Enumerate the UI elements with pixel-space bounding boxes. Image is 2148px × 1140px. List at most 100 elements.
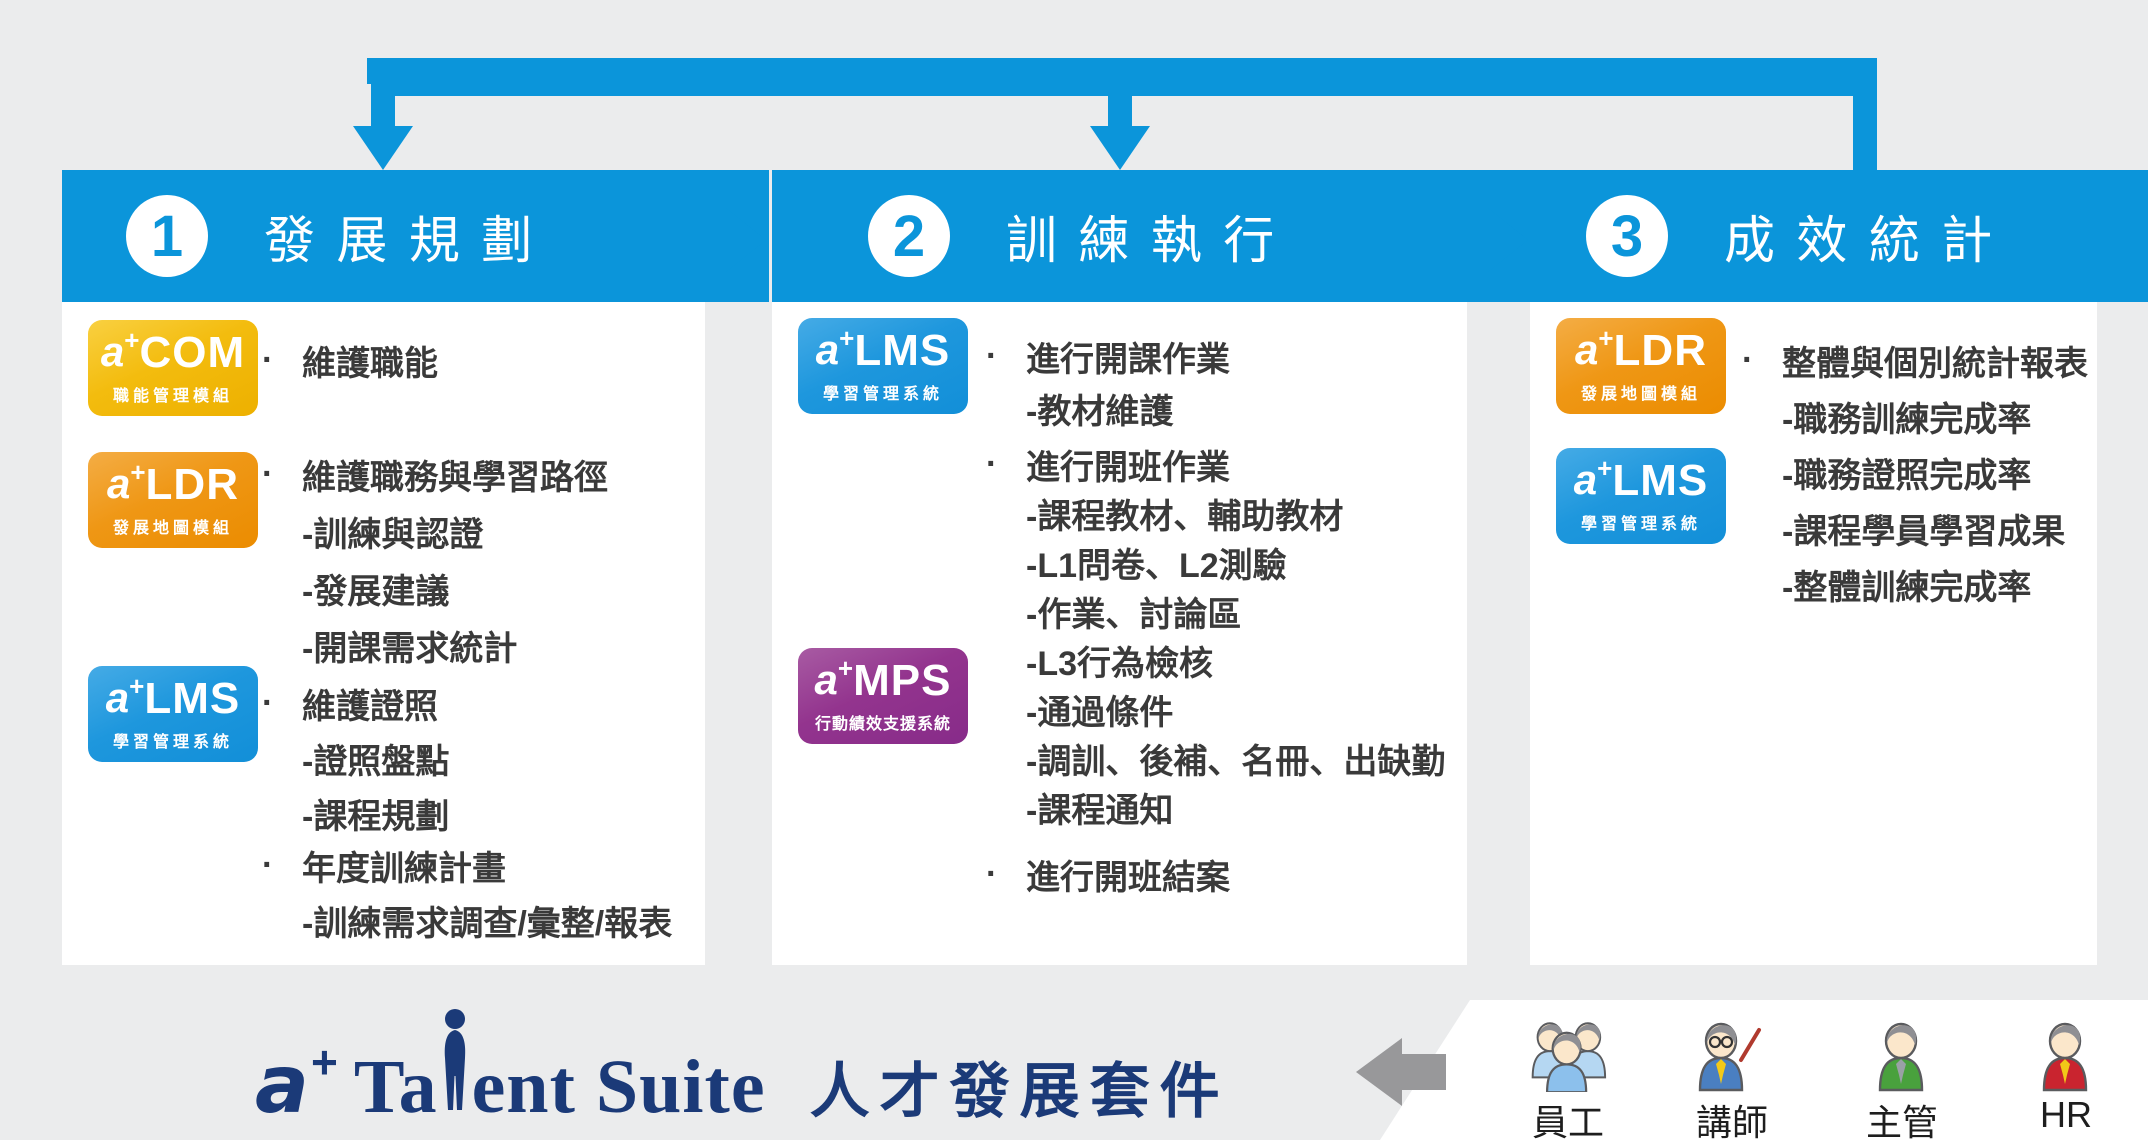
list-item: -課程規劃 <box>302 798 450 836</box>
badge-plus: + <box>124 324 140 355</box>
badge-a: a <box>815 325 840 373</box>
talent-suite-logo: a+ Ta ent Suite 人才發展套件 <box>255 1008 1230 1131</box>
badge-subtitle: 職能管理模組 <box>112 387 233 405</box>
phase-2-header: 2 訓練執行 <box>772 170 1563 302</box>
person-silhouette-icon <box>444 1009 465 1110</box>
list-item: -課程學員學習成果 <box>1782 512 2066 551</box>
list-item: · 年度訓練計畫 <box>262 838 672 893</box>
badge-subtitle: 學習管理系統 <box>1580 515 1701 533</box>
aplus-lms-badge: a+LMS 學習管理系統 <box>88 666 258 762</box>
badge-subtitle: 學習管理系統 <box>112 733 233 751</box>
badge-a: a <box>107 459 131 507</box>
badge-subtitle: 行動績效支援系統 <box>814 715 951 733</box>
role-hr: HR <box>2006 1020 2126 1136</box>
flow-arrow-right-icon <box>1468 208 1528 272</box>
phase-number: 2 <box>892 203 926 269</box>
aplus-ldr-badge: a+LDR 發展地圖模組 <box>1556 318 1726 414</box>
phase-1-title: 發展規劃 <box>264 212 554 269</box>
badge-name: MPS <box>853 655 952 705</box>
aplus-mps-badge: a+MPS 行動績效支援系統 <box>798 648 968 744</box>
role-manager: 主管 <box>1842 1020 1962 1140</box>
badge-plus: + <box>839 322 855 353</box>
arrow-head <box>1356 1038 1402 1106</box>
logo-text: ent Suite <box>471 1045 766 1129</box>
list-item: -通過條件 <box>1026 694 1174 732</box>
badge-title: a+COM <box>101 327 246 377</box>
list-item: -作業、討論區 <box>1026 596 1242 634</box>
badge-name: LMS <box>854 325 951 375</box>
phase-3-header: 3 成效統計 <box>1530 170 2148 302</box>
logo-text: Ta <box>353 1045 438 1129</box>
list-item: ·整體與個別統計報表 <box>1742 332 2088 388</box>
role-employee: 員工 <box>1508 1020 1628 1140</box>
feedback-drop-right <box>1853 84 1877 172</box>
badge-title: a+MPS <box>814 655 952 705</box>
logo-plus: + <box>310 1036 338 1088</box>
flow-arrow-right-icon <box>706 208 766 272</box>
feature-group: ·維護證照 -證照盤點 -課程規劃 <box>262 676 449 841</box>
phase-3-number-badge: 3 <box>1586 195 1668 277</box>
feature-head: 進行開課作業 <box>1026 340 1230 379</box>
list-item: -整體訓練完成率 <box>1782 568 2032 607</box>
list-item: · 進行開班作業 <box>986 440 1445 489</box>
badge-title: a+LMS <box>1574 455 1709 505</box>
arrow-head <box>726 208 766 272</box>
list-item: ·維護職能 <box>262 332 438 389</box>
role-instructor: 講師 <box>1672 1020 1792 1140</box>
bullet-dot: · <box>986 445 998 483</box>
phase-1-header: 1 發展規劃 <box>62 170 769 302</box>
phase-number: 3 <box>1610 203 1644 269</box>
badge-name: COM <box>139 327 246 377</box>
arrow-stem <box>1402 1054 1446 1090</box>
phase-3-title: 成效統計 <box>1724 212 2014 269</box>
badge-subtitle: 發展地圖模組 <box>112 519 233 537</box>
aplus-ldr-badge: a+LDR 發展地圖模組 <box>88 452 258 548</box>
feedback-loop-bar <box>367 58 1877 84</box>
feature-head: 整體與個別統計報表 <box>1782 344 2088 383</box>
list-item: -教材維護 <box>1026 392 1174 431</box>
list-item: ·維護職務與學習路徑 <box>262 446 608 503</box>
bullet-dot: · <box>262 846 274 884</box>
badge-title: a+LMS <box>815 325 951 375</box>
roles-band <box>1380 1000 2148 1140</box>
list-item: ·維護證照 <box>262 676 449 731</box>
feature-group: ·維護職務與學習路徑 -訓練與認證 -發展建議 -開課需求統計 <box>262 446 608 674</box>
feedback-drop-middle <box>1108 84 1132 130</box>
badge-title: a+LMS <box>105 673 241 723</box>
badge-name: LMS <box>1612 455 1709 505</box>
role-label: 員工 <box>1531 1102 1604 1140</box>
feature-head: 進行開班作業 <box>1026 449 1230 487</box>
logo-cjk-text: 人才發展套件 <box>809 1058 1230 1125</box>
list-item: -課程教材、輔助教材 <box>1026 498 1344 536</box>
down-arrow-icon <box>353 126 413 170</box>
back-arrow-left-icon <box>1356 1038 1446 1106</box>
list-item: -L1問卷、L2測驗 <box>1026 547 1287 585</box>
down-arrow-icon <box>1090 126 1150 170</box>
list-item: ·進行開課作業 <box>986 330 1230 382</box>
role-label: 講師 <box>1695 1102 1768 1140</box>
arrow-stem <box>1468 227 1488 253</box>
badge-plus: + <box>837 652 854 683</box>
badge-a: a <box>814 655 838 703</box>
aplus-lms-badge: a+LMS 學習管理系統 <box>798 318 968 414</box>
employees-icon <box>1531 1022 1607 1092</box>
badge-subtitle: 發展地圖模組 <box>1580 385 1701 403</box>
phase-2-number-badge: 2 <box>868 195 950 277</box>
list-item: -開課需求統計 <box>302 630 518 668</box>
logo-a: a <box>255 1038 309 1131</box>
aplus-com-badge: a+COM 職能管理模組 <box>88 320 258 416</box>
hr-icon <box>2042 1022 2088 1092</box>
badge-plus: + <box>130 456 146 487</box>
badge-name: LMS <box>144 673 241 723</box>
phase-2-title: 訓練執行 <box>1006 212 1296 269</box>
role-label: 主管 <box>1865 1102 1938 1140</box>
feature-head: 進行開班結案 <box>1026 858 1230 897</box>
feature-head: 年度訓練計畫 <box>302 850 506 888</box>
badge-title: a+LDR <box>107 459 239 507</box>
badge-a: a <box>105 673 130 721</box>
arrow-head <box>1488 208 1528 272</box>
list-item: -職務訓練完成率 <box>1782 400 2032 439</box>
feature-group: ·進行開班結案 <box>986 848 1230 900</box>
bullet-dot: · <box>262 684 274 722</box>
list-item: ·進行開班結案 <box>986 848 1230 900</box>
